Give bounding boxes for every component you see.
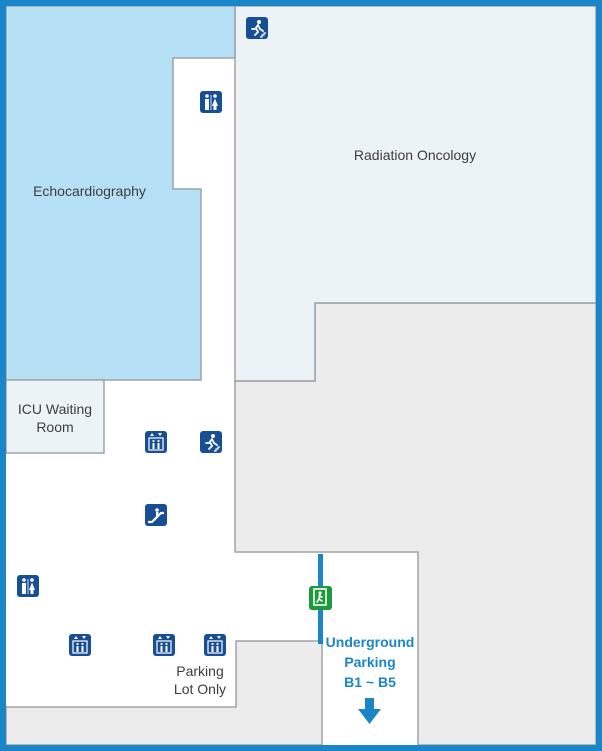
icu-waiting-room-label: ICU Waiting Room — [17, 401, 93, 435]
escalator-icon — [145, 504, 167, 526]
echocardiography-label: Echocardiography — [33, 183, 146, 199]
underground-parking-label: Underground Parking B1 ~ B5 — [325, 634, 415, 690]
parking-lot-only-label: Parking Lot Only — [173, 663, 227, 697]
elevator-icon — [153, 634, 175, 656]
restroom-icon — [200, 91, 222, 113]
stairs-icon — [200, 431, 222, 453]
emergency-exit-icon — [309, 586, 332, 610]
restroom-icon — [17, 575, 39, 597]
arrow-down-icon — [358, 698, 381, 724]
radiation-oncology-label: Radiation Oncology — [353, 147, 477, 163]
elevator-icon — [145, 431, 167, 453]
elevator-icon — [204, 634, 226, 656]
elevator-icon — [69, 634, 91, 656]
stairs-icon — [246, 17, 268, 39]
